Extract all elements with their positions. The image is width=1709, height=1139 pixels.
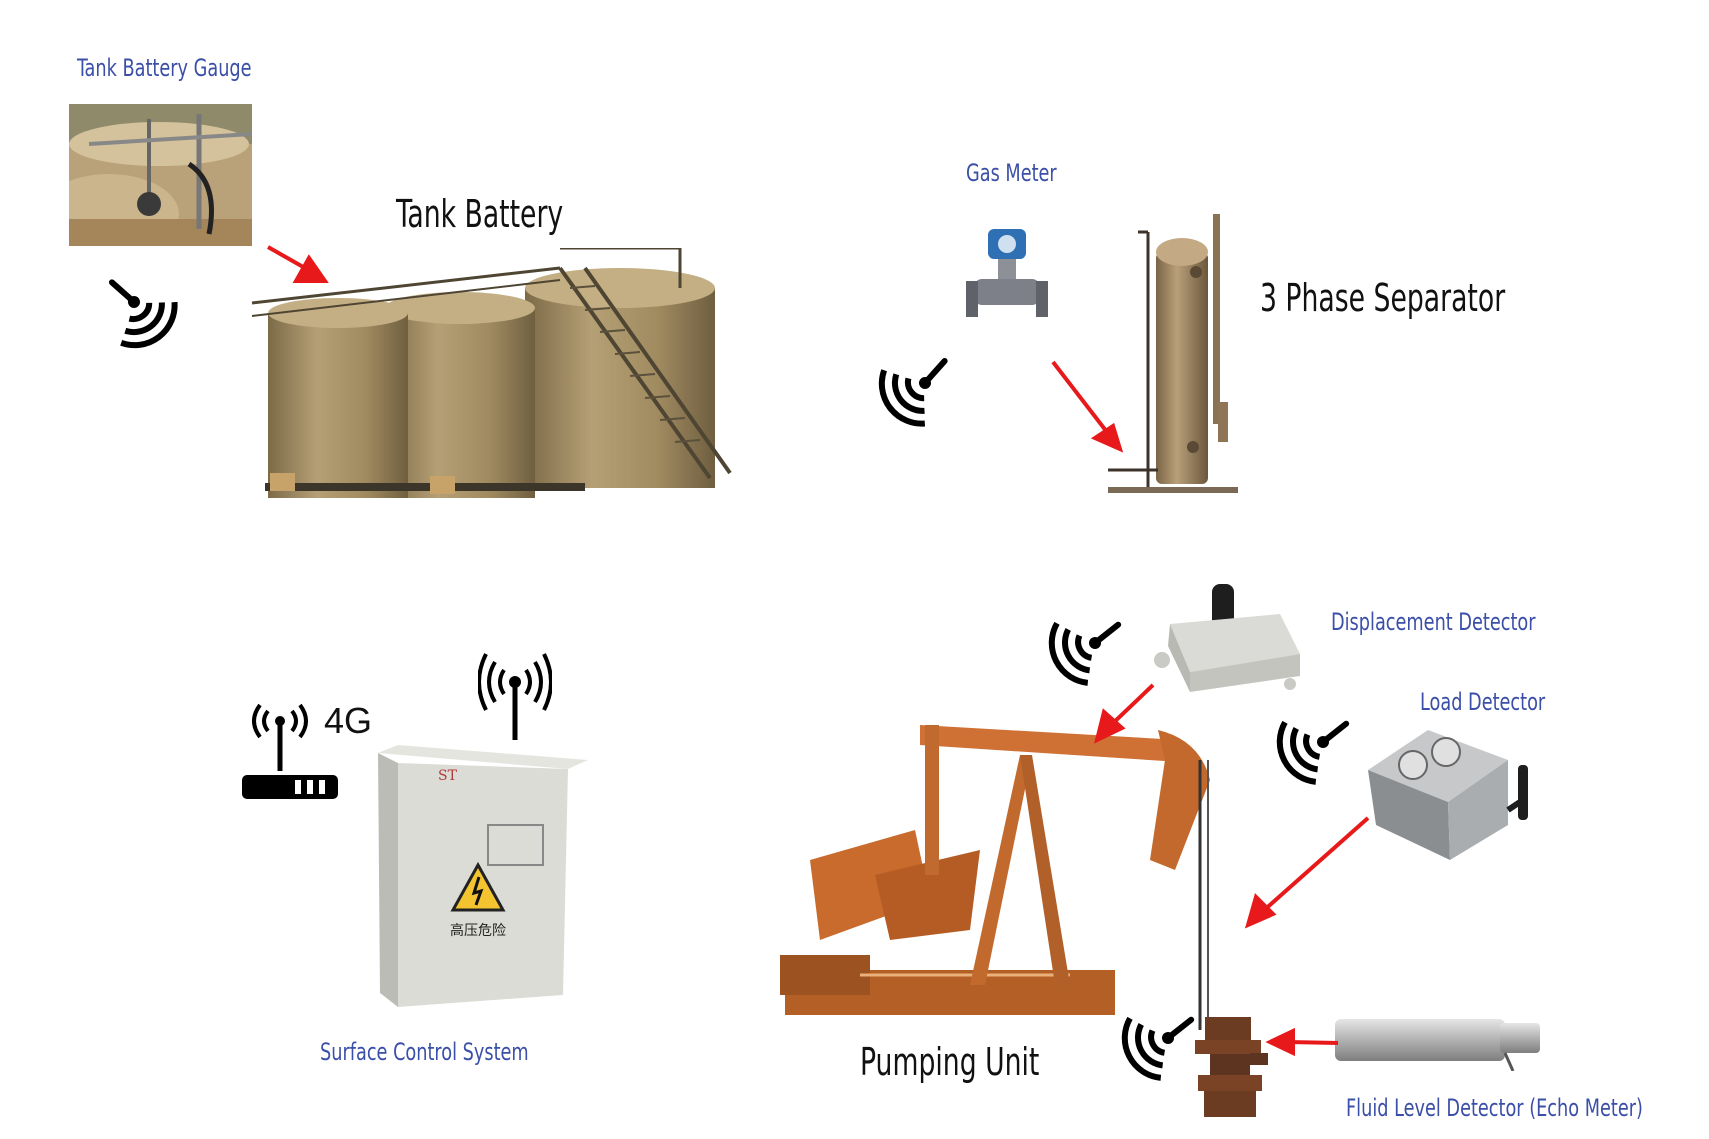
- red-arrow-icon: [1244, 816, 1370, 929]
- load-detector-device: [1368, 730, 1528, 860]
- tank-battery-label: Tank Battery: [396, 192, 564, 236]
- fluid-level-detector-label: Fluid Level Detector (Echo Meter): [1346, 1094, 1643, 1122]
- cabinet-warning-text: 高压危险: [450, 922, 506, 939]
- router-icon: [242, 703, 338, 799]
- red-arrow-icon: [1051, 360, 1124, 453]
- svg-text:ST: ST: [438, 768, 458, 784]
- surface-control-cabinet: 高压危险 ST: [378, 745, 588, 1007]
- wireless-signal-icon: [101, 265, 185, 352]
- tank-battery-gauge-photo: [69, 104, 252, 246]
- gas-meter-device: [966, 229, 1048, 317]
- displacement-detector-device: [1154, 584, 1300, 692]
- load-detector-label: Load Detector: [1420, 688, 1546, 716]
- red-arrow-icon: [1265, 1027, 1339, 1057]
- network-4g-label: 4G: [324, 700, 373, 741]
- three-phase-separator-label: 3 Phase Separator: [1260, 276, 1506, 320]
- fluid-level-detector-device: [1335, 1019, 1540, 1071]
- red-arrow-icon: [1094, 683, 1155, 744]
- displacement-detector-label: Displacement Detector: [1331, 608, 1536, 636]
- antenna-icon: [478, 653, 552, 740]
- three-phase-separator-vessel: [1108, 214, 1238, 493]
- gas-meter-label: Gas Meter: [966, 159, 1057, 187]
- pumping-unit-illustration: [780, 725, 1210, 1030]
- wellhead-device: [1195, 1017, 1268, 1117]
- warning-triangle-icon: [450, 861, 506, 912]
- red-arrow-icon: [267, 245, 329, 283]
- tank-battery-gauge-label: Tank Battery Gauge: [77, 54, 252, 82]
- wireless-signal-icon: [876, 350, 963, 434]
- surface-control-system-label: Surface Control System: [320, 1038, 529, 1066]
- wireless-signal-icon: [1048, 613, 1127, 688]
- pumping-unit-label: Pumping Unit: [860, 1040, 1040, 1084]
- tank-battery-illustration: [251, 248, 732, 498]
- wireless-signal-icon: [1121, 1008, 1200, 1083]
- wireless-signal-icon: [1276, 712, 1355, 787]
